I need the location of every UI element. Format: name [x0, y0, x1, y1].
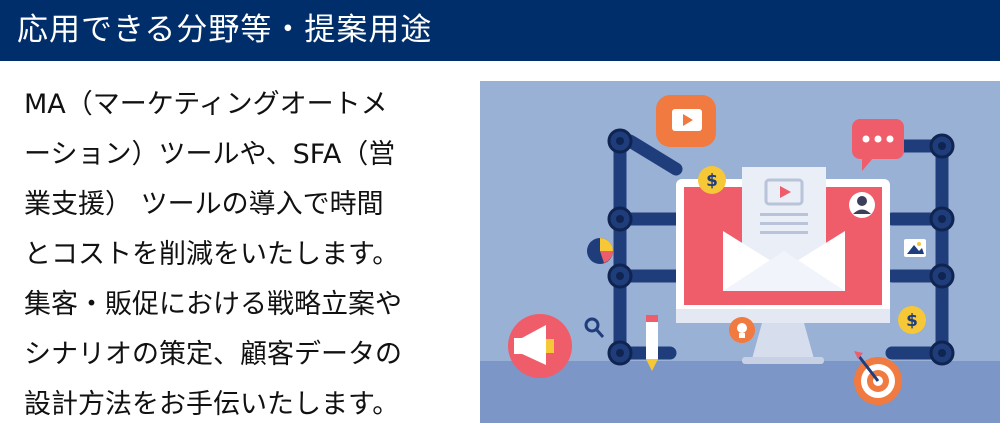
section-header: 応用できる分野等・提案用途	[0, 0, 1000, 61]
marketing-automation-illustration: $ $	[480, 81, 1000, 423]
description-line-1: MA（マーケティングオートメ	[24, 89, 388, 120]
dollar-coin-icon: $	[698, 166, 726, 194]
video-play-icon	[656, 95, 716, 147]
pie-chart-icon	[587, 238, 613, 264]
user-avatar-icon	[849, 192, 875, 218]
description-text: MA（マーケティングオートメ ーション）ツールや、SFA（営 業支援） ツールの…	[24, 80, 444, 430]
chat-bubble-icon	[852, 119, 904, 171]
description-line-5: 集客・販促における戦略立案や	[24, 289, 402, 320]
pipe-joint-dots	[616, 137, 946, 357]
envelope-icon	[723, 167, 845, 291]
lightbulb-icon	[729, 317, 755, 343]
description-line-7: 設計方法をお手伝いたします。	[24, 389, 400, 420]
description-line-3: 業支援） ツールの導入で時間	[24, 189, 384, 220]
illustration-floor	[480, 361, 1000, 423]
magnifier-icon	[584, 317, 605, 338]
description-line-6: シナリオの策定、顧客データの	[24, 339, 402, 370]
pencil-icon	[646, 315, 658, 371]
description-line-4: とコストを削減をいたします。	[24, 239, 400, 270]
svg-text:$: $	[906, 311, 918, 331]
megaphone-icon	[508, 314, 572, 378]
target-icon	[854, 351, 902, 405]
description-line-2: ーション）ツールや、SFA（営	[24, 139, 396, 170]
image-icon	[904, 239, 926, 257]
svg-text:$: $	[706, 171, 718, 191]
section-title: 応用できる分野等・提案用途	[17, 12, 433, 48]
dollar-coin-icon-secondary: $	[898, 306, 926, 334]
